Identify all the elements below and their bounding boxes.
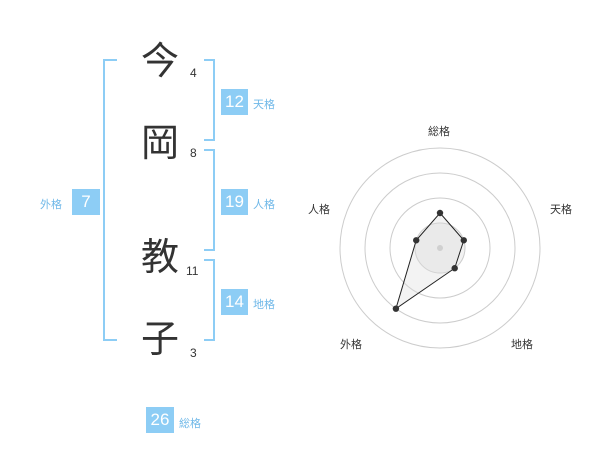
radar-ring [339, 147, 541, 349]
radar-point-1 [436, 209, 444, 217]
stroke-count-4: 3 [190, 346, 197, 360]
radar-center-dot [437, 245, 443, 251]
chikaku-badge: 14 [221, 289, 248, 315]
jinkaku-badge: 19 [221, 189, 248, 215]
stroke-count-3: 11 [186, 264, 199, 278]
stroke-count-2: 8 [190, 146, 197, 160]
radar-ring [364, 172, 516, 324]
radar-point-3 [451, 265, 458, 272]
name-char-4: 子 [141, 317, 180, 361]
radar-axis-label-top-left: 人格 [308, 203, 330, 216]
stroke-count-1: 4 [190, 66, 197, 80]
tenkaku-badge: 12 [221, 89, 248, 115]
soukaku-badge: 26 [146, 407, 174, 433]
radar-axis-label-bottom-right: 地格 [511, 338, 533, 351]
radar-point-5 [413, 237, 420, 244]
jinkaku-label: 人格 [253, 198, 275, 211]
soukaku-label: 総格 [179, 417, 201, 430]
radar-point-2 [460, 237, 467, 244]
radar-series-polygon [395, 212, 465, 310]
radar-axis-label-top-right: 天格 [550, 203, 572, 216]
name-char-3: 教 [141, 235, 180, 279]
tenkaku-label: 天格 [253, 98, 275, 111]
gaikaku-badge: 7 [72, 189, 100, 215]
name-char-1: 今 [141, 39, 180, 83]
gaikaku-label: 外格 [40, 198, 62, 211]
name-char-2: 岡 [141, 121, 180, 165]
radar-point-4 [392, 305, 400, 312]
radar-ring [389, 197, 491, 299]
radar-axis-label-bottom-left: 外格 [340, 338, 362, 351]
radar-axis-label-top: 総格 [428, 125, 450, 138]
chikaku-label: 地格 [253, 298, 275, 311]
